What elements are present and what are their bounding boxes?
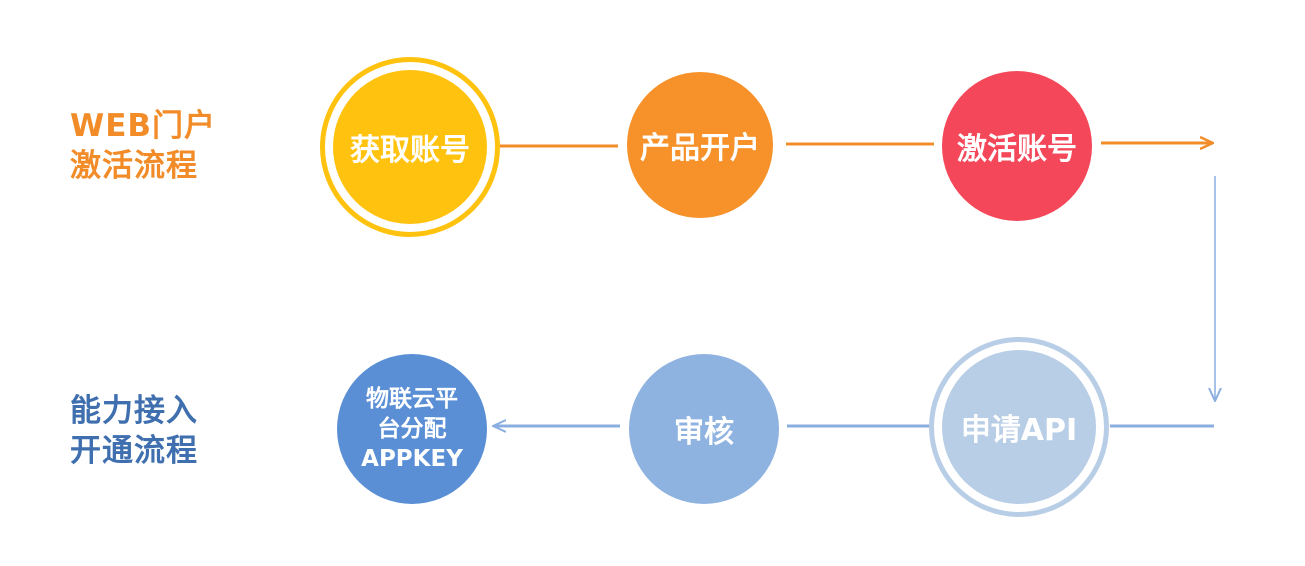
- node-apply-api-label: 申请API: [960, 413, 1078, 448]
- node-assign-appkey: 物联云平 台分配 APPKEY: [337, 354, 487, 504]
- bottom-row-title-line2: 开通流程: [70, 433, 198, 469]
- node-activate-account: 激活账号: [942, 71, 1092, 221]
- node-assign-appkey-label-line3: APPKEY: [361, 446, 463, 472]
- node-get-account-label: 获取账号: [350, 133, 470, 168]
- node-activate-account-label: 激活账号: [957, 132, 1077, 167]
- node-review: 审核: [629, 354, 779, 504]
- node-assign-appkey-label-line1: 物联云平: [366, 386, 458, 412]
- node-open-product: 产品开户: [627, 72, 773, 218]
- bottom-row-title-line1: 能力接入: [70, 393, 198, 429]
- node-get-account: 获取账号: [333, 70, 487, 224]
- top-row-title-line1: WEB门户: [70, 108, 216, 144]
- node-apply-api: 申请API: [942, 350, 1096, 504]
- node-assign-appkey-label-line2: 台分配: [377, 416, 447, 442]
- top-row-title-line2: 激活流程: [70, 148, 198, 184]
- node-review-label: 审核: [674, 415, 734, 450]
- bottom-row-title: 能力接入 开通流程: [70, 391, 198, 471]
- top-row-title: WEB门户 激活流程: [70, 106, 216, 186]
- node-open-product-label: 产品开户: [640, 131, 760, 166]
